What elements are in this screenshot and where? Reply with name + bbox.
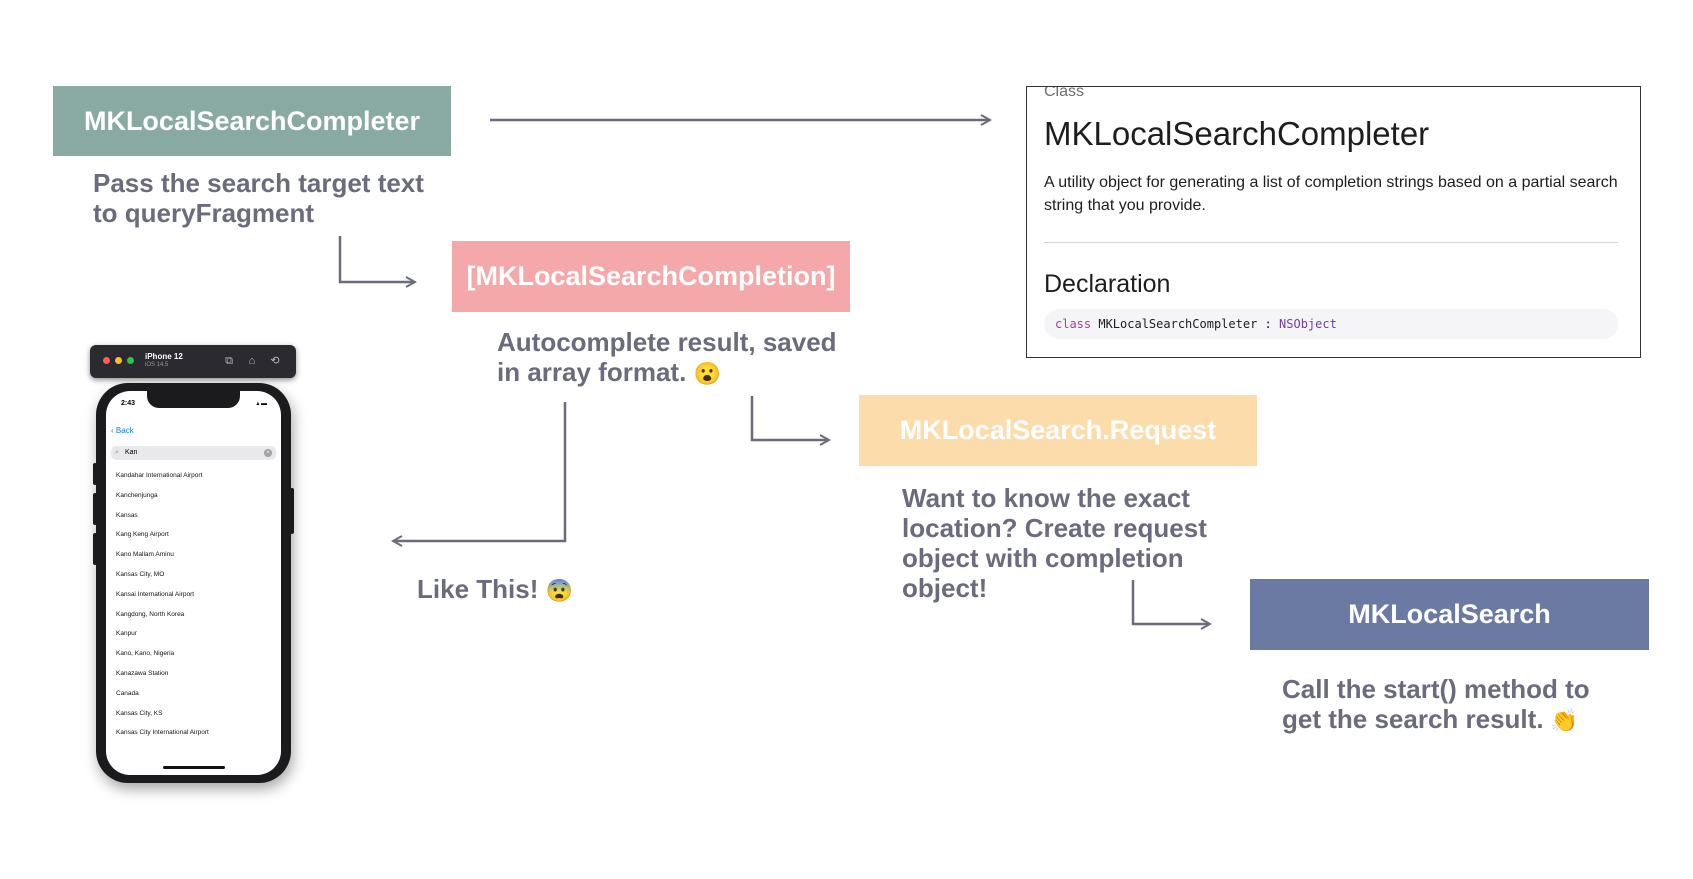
code-keyword: class: [1055, 317, 1092, 331]
simulator-os: iOS 14.5: [145, 362, 169, 368]
volume-down-button: [93, 533, 97, 565]
clear-icon[interactable]: ×: [264, 449, 272, 457]
completion-label: [MKLocalSearchCompletion]: [466, 261, 836, 291]
simulator-toolbar: iPhone 12 iOS 14.5 ⧉ ⌂ ⟲: [90, 345, 296, 378]
doc-divider: [1044, 242, 1618, 243]
volume-up-button: [93, 493, 97, 525]
list-item[interactable]: Kansai International Airport: [116, 590, 195, 598]
documentation-card: Class MKLocalSearchCompleter A utility o…: [1026, 86, 1641, 358]
declaration-heading: Declaration: [1044, 270, 1171, 298]
list-item[interactable]: Kang Keng Airport: [116, 531, 169, 539]
doc-kicker: Class: [1044, 86, 1085, 100]
rotate-icon[interactable]: ⟲: [270, 355, 280, 367]
status-icons: ▴ ▬: [256, 401, 267, 407]
notch: [147, 391, 240, 408]
zoom-dot[interactable]: [127, 357, 134, 364]
list-item[interactable]: Kano, Kano, Nigeria: [116, 650, 175, 658]
code-name: MKLocalSearchCompleter: [1098, 317, 1258, 331]
surprised-emoji: 😮: [693, 361, 721, 386]
search-icon: ⌕: [115, 449, 119, 456]
request-label: MKLocalSearch.Request: [899, 415, 1217, 445]
iphone-frame: 2:43 ▴ ▬ ‹ Back ⌕ Kan × Kandahar Interna…: [93, 383, 294, 783]
list-item[interactable]: Kansas City, KS: [116, 709, 163, 717]
list-item[interactable]: Kanazawa Station: [116, 669, 169, 677]
completer-caption: Pass the search target text to queryFrag…: [93, 168, 424, 228]
search-caption: Call the start() method to get the searc…: [1282, 674, 1590, 734]
home-icon[interactable]: ⌂: [248, 355, 256, 367]
completer-box: MKLocalSearchCompleter: [53, 86, 451, 156]
search-label: MKLocalSearch: [1348, 599, 1551, 629]
minimize-dot[interactable]: [115, 357, 122, 364]
search-input[interactable]: ⌕ Kan ×: [111, 446, 276, 460]
phone-screen: 2:43 ▴ ▬ ‹ Back ⌕ Kan × Kandahar Interna…: [106, 391, 281, 775]
request-box: MKLocalSearch.Request: [859, 395, 1257, 466]
completion-box: [MKLocalSearchCompletion]: [452, 241, 850, 312]
list-item[interactable]: Kansas: [116, 511, 138, 519]
simulator-device-name: iPhone 12: [145, 352, 183, 361]
results-list: Kandahar International Airport Kanchenju…: [116, 466, 276, 743]
code-supertype: NSObject: [1279, 317, 1337, 331]
arrow-to-request: [750, 396, 829, 440]
list-item[interactable]: Kandahar International Airport: [116, 472, 203, 479]
home-indicator: [163, 766, 225, 769]
list-item[interactable]: Kanchenjunga: [116, 491, 158, 499]
close-dot[interactable]: [103, 357, 110, 364]
code-separator: :: [1264, 317, 1272, 331]
arrow-to-completion: [338, 236, 415, 282]
declaration-code: class MKLocalSearchCompleter : NSObject: [1044, 309, 1618, 339]
list-item[interactable]: Kansas City International Airport: [116, 729, 209, 737]
list-item[interactable]: Canada: [116, 689, 139, 697]
list-item[interactable]: Kansas City, MO: [116, 570, 165, 578]
screenshot-icon[interactable]: ⧉: [225, 355, 233, 367]
status-time: 2:43: [121, 400, 136, 407]
list-item[interactable]: Kangdong, North Korea: [116, 610, 185, 618]
request-caption: Want to know the exact location? Create …: [902, 483, 1207, 603]
search-box: MKLocalSearch: [1250, 579, 1649, 650]
list-item[interactable]: Kano Mallam Aminu: [116, 551, 174, 559]
completer-label: MKLocalSearchCompleter: [83, 105, 421, 136]
fearful-emoji: 😨: [545, 578, 573, 603]
search-query: Kan: [125, 449, 138, 456]
arrow-to-search: [1131, 580, 1210, 624]
like-this-caption: Like This! 😨: [417, 574, 573, 604]
side-button: [93, 463, 97, 485]
power-button: [290, 488, 294, 534]
chevron-left-icon: ‹: [111, 426, 114, 435]
back-button[interactable]: ‹ Back: [111, 426, 134, 435]
doc-title: MKLocalSearchCompleter: [1044, 115, 1430, 152]
completion-caption: Autocomplete result, saved in array form…: [497, 327, 837, 387]
list-item[interactable]: Kanpur: [116, 630, 137, 638]
clapping-emoji: 👏: [1550, 708, 1579, 733]
arrow-to-like-this: [393, 402, 567, 541]
doc-summary: A utility object for generating a list o…: [1044, 174, 1618, 214]
